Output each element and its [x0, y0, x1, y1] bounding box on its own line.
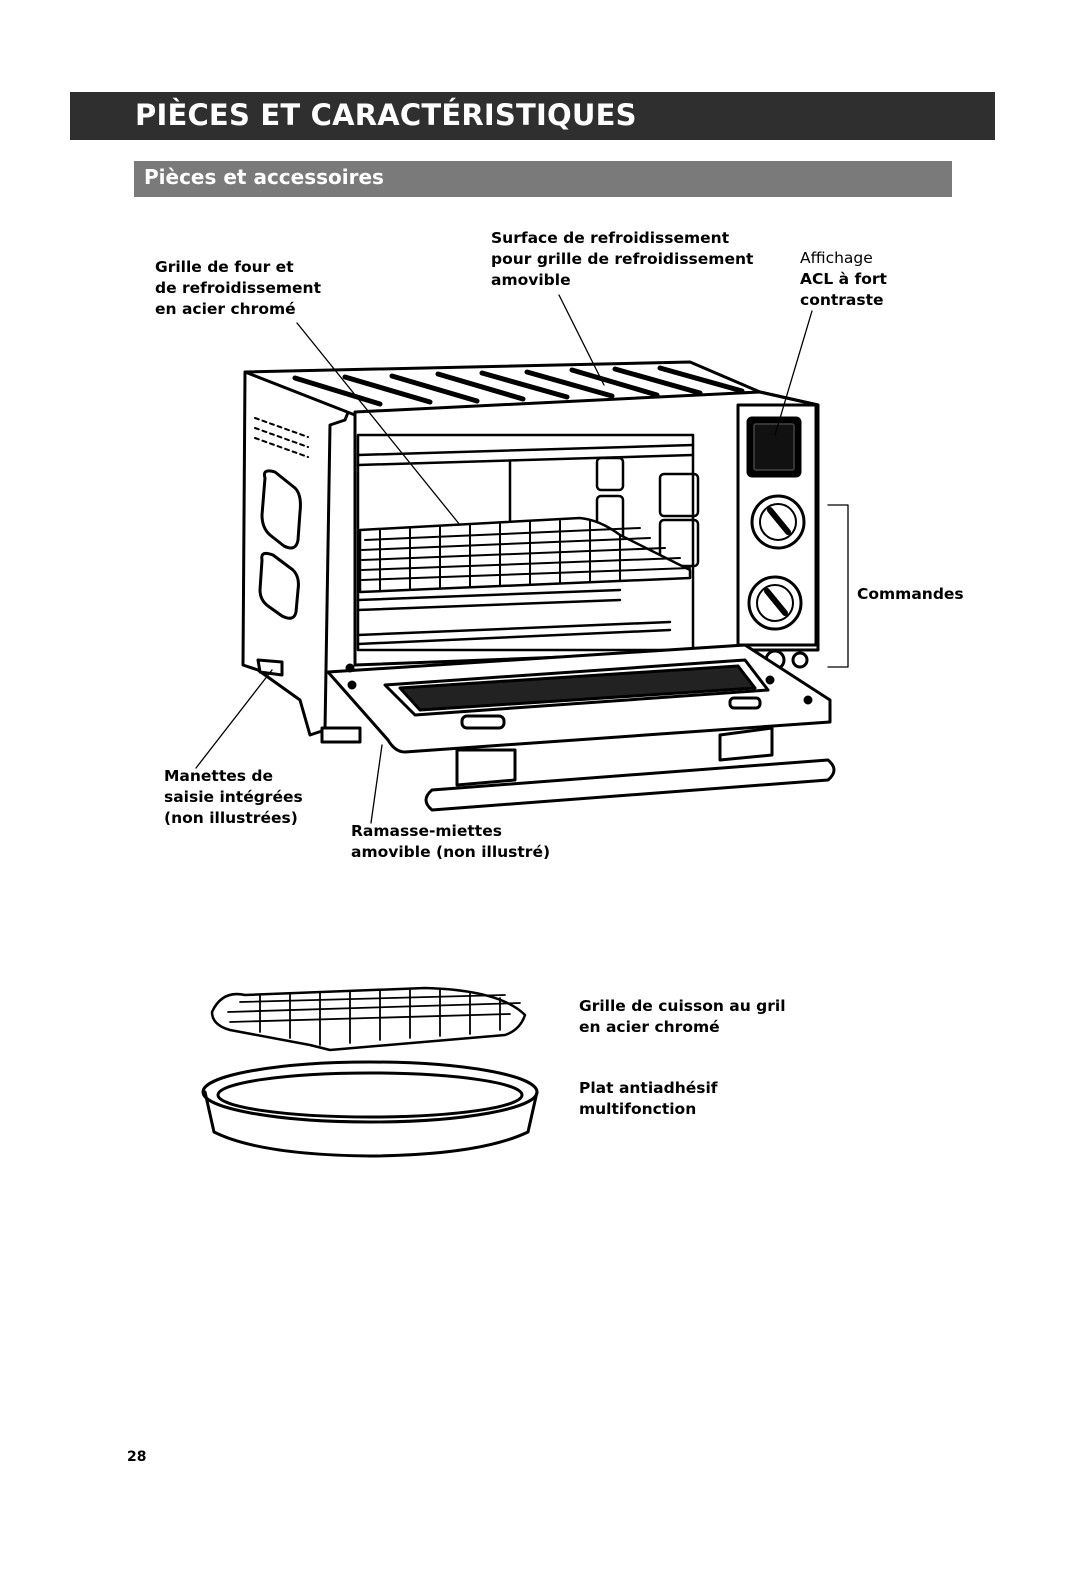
- oven-door: [326, 643, 832, 754]
- page-title: PIÈCES ET CARACTÉRISTIQUES: [135, 98, 637, 132]
- section-bar: Pièces et accessoires: [134, 161, 952, 197]
- top-vents: [292, 365, 745, 407]
- label-cooling-surface: Surface de refroidissement pour grille d…: [491, 229, 754, 289]
- label-controls: Commandes: [857, 585, 964, 603]
- page-number: 28: [127, 1449, 147, 1465]
- label-lcd-display: Affichage ACL à fort contraste: [800, 249, 887, 309]
- door-handle: [424, 726, 836, 812]
- wire-rack: [358, 516, 692, 594]
- label-crumb-tray: Ramasse-miettes amovible (non illustré): [351, 822, 551, 861]
- pan: [201, 1060, 539, 1158]
- label-pan: Plat antiadhésif multifonction: [579, 1079, 718, 1118]
- section-title: Pièces et accessoires: [144, 165, 384, 189]
- broil-rack: [210, 986, 527, 1052]
- title-bar: PIÈCES ET CARACTÉRISTIQUES: [70, 92, 995, 140]
- control-panel: [736, 403, 818, 671]
- feet: [256, 658, 362, 744]
- label-handles: Manettes de saisie intégrées (non illust…: [164, 767, 303, 827]
- side-handles: [258, 469, 302, 620]
- leader-lines: [195, 294, 849, 824]
- label-oven-rack: Grille de four et de refroidissement en …: [155, 258, 321, 318]
- side-vents: [254, 417, 309, 458]
- label-broil-rack: Grille de cuisson au gril en acier chrom…: [579, 997, 786, 1036]
